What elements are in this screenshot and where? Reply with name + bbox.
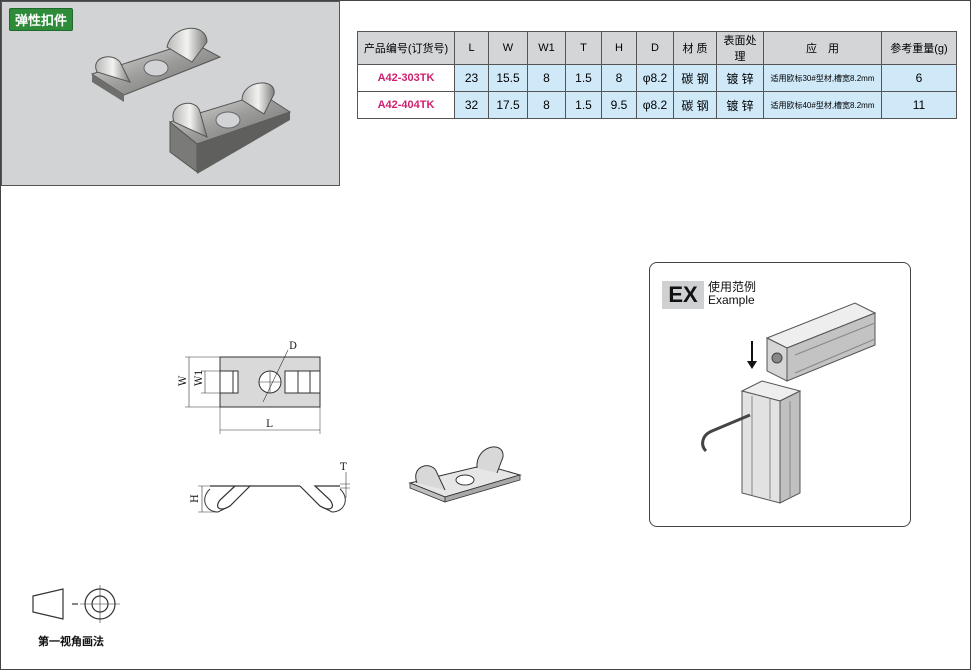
side-view-drawing: H T	[190, 462, 350, 513]
isometric-view-drawing	[408, 446, 522, 503]
cell-material: 碳 钢	[673, 64, 717, 92]
product-photo	[90, 27, 292, 174]
first-angle-projection-icon	[32, 585, 120, 623]
top-view-drawing: D W W1 L	[178, 341, 321, 434]
col-header-material: 材 质	[673, 31, 717, 65]
cell-w: 17.5	[488, 91, 528, 119]
cell-finish: 镀 锌	[716, 64, 764, 92]
dim-label-w1: W1	[194, 369, 205, 386]
cell-t: 1.5	[565, 64, 602, 92]
dim-label-l: L	[266, 419, 273, 430]
col-header-h: H	[601, 31, 637, 65]
cell-h: 8	[601, 64, 637, 92]
cell-w1: 8	[527, 91, 566, 119]
col-header-application: 应 用	[763, 31, 882, 65]
down-arrow-icon	[747, 341, 757, 369]
cell-code: A42-404TK	[357, 91, 455, 119]
horizontal-profile	[765, 302, 877, 382]
photo-clip-upper	[90, 27, 222, 102]
table-row: A42-303TK 23 15.5 8 1.5 8 φ8.2 碳 钢 镀 锌 适…	[357, 64, 957, 92]
col-header-w: W	[488, 31, 528, 65]
col-header-weight: 参考重量(g)	[881, 31, 957, 65]
spec-header-row: 产品编号(订货号) L W W1 T H D 材 质 表面处理 应 用 参考重量…	[357, 31, 957, 65]
cell-d: φ8.2	[636, 64, 674, 92]
cell-weight: 11	[881, 91, 957, 119]
example-illustration	[701, 302, 877, 504]
example-badge: EX	[662, 281, 704, 309]
product-category-label: 弹性扣件	[9, 8, 74, 31]
dim-label-w: W	[178, 375, 189, 386]
cell-code: A42-303TK	[357, 64, 455, 92]
cell-application: 适用欧标40#型材,槽宽8.2mm	[763, 91, 882, 119]
photo-clip-lower	[168, 82, 292, 174]
col-header-finish: 表面处理	[716, 31, 764, 65]
col-header-w1: W1	[527, 31, 566, 65]
cell-application: 适用欧标30#型材,槽宽8.2mm	[763, 64, 882, 92]
vertical-profile	[740, 380, 802, 504]
example-title-en: Example	[708, 293, 755, 307]
cell-d: φ8.2	[636, 91, 674, 119]
example-title-cn: 使用范例	[708, 280, 757, 294]
dim-label-t: T	[340, 462, 347, 473]
cell-t: 1.5	[565, 91, 602, 119]
table-row: A42-404TK 32 17.5 8 1.5 9.5 φ8.2 碳 钢 镀 锌…	[357, 91, 957, 119]
projection-method-label: 第一视角画法	[38, 635, 104, 648]
col-header-l: L	[454, 31, 489, 65]
cell-w: 15.5	[488, 64, 528, 92]
col-header-t: T	[565, 31, 602, 65]
cell-l: 23	[454, 64, 489, 92]
spec-table: 产品编号(订货号) L W W1 T H D 材 质 表面处理 应 用 参考重量…	[357, 31, 957, 119]
product-photo-panel: 弹性扣件	[1, 1, 340, 186]
example-panel: EX 使用范例 Example	[649, 262, 911, 527]
dim-label-d: D	[289, 341, 297, 352]
col-header-d: D	[636, 31, 674, 65]
dim-label-h: H	[190, 494, 201, 503]
cell-finish: 镀 锌	[716, 91, 764, 119]
cell-h: 9.5	[601, 91, 637, 119]
cell-l: 32	[454, 91, 489, 119]
col-header-code: 产品编号(订货号)	[357, 31, 455, 65]
cell-w1: 8	[527, 64, 566, 92]
hex-key-icon	[701, 413, 751, 453]
cell-material: 碳 钢	[673, 91, 717, 119]
cell-weight: 6	[881, 64, 957, 92]
